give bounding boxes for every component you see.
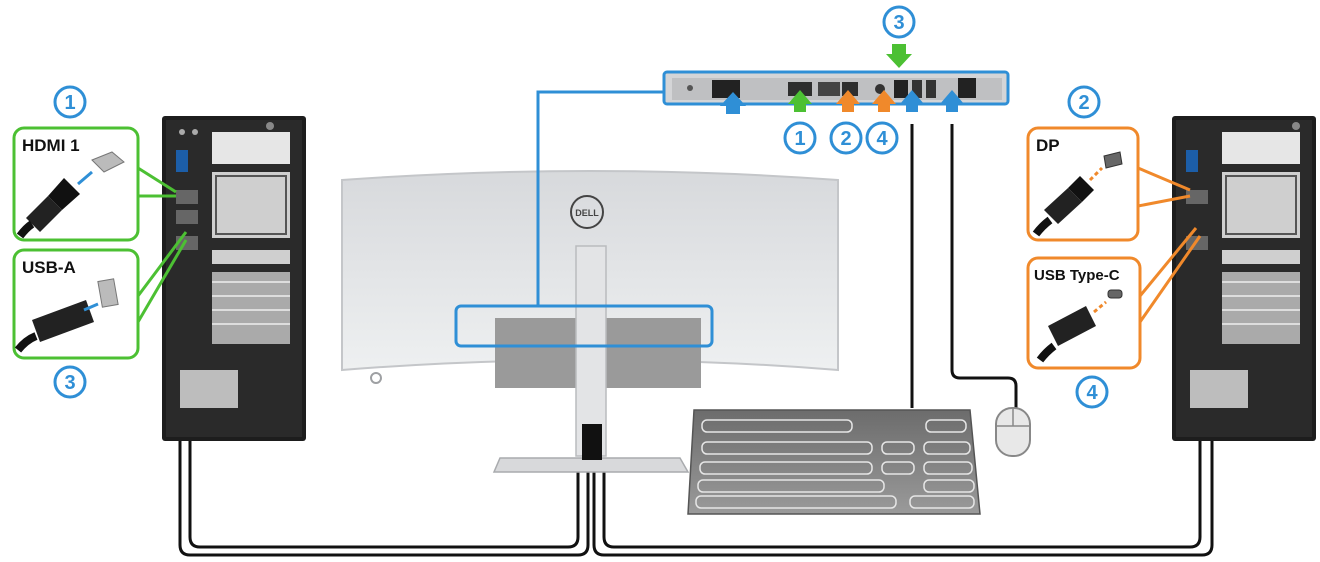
usb-a-callout: USB-A: [12, 248, 140, 360]
mouse-icon: [995, 407, 1031, 457]
svg-text:3: 3: [893, 12, 904, 34]
svg-text:4: 4: [1086, 382, 1098, 404]
hdmi-callout: HDMI 1: [12, 126, 140, 242]
usb-a-label: USB-A: [22, 258, 76, 277]
left-pc-tower: [162, 116, 306, 441]
svg-text:3: 3: [64, 372, 75, 394]
svg-text:2: 2: [840, 128, 851, 150]
svg-text:1: 1: [794, 128, 805, 150]
right-pc-tower: [1172, 116, 1316, 441]
monitor-port-panel: [662, 70, 1010, 106]
left-badge-3: 3: [53, 365, 87, 399]
curved-monitor: DELL: [341, 170, 839, 473]
right-badge-2: 2: [1067, 85, 1101, 119]
hdmi-plug-icon: [16, 151, 125, 239]
svg-text:1: 1: [64, 92, 75, 114]
usb-c-plug-icon: [1036, 289, 1123, 363]
port-arrows: [720, 44, 964, 114]
hdmi-label: HDMI 1: [22, 136, 80, 155]
port-badge-1: 1: [783, 121, 817, 155]
left-callout-connectors: [136, 166, 188, 323]
keyboard-icon: [687, 409, 981, 515]
port-badge-4: 4: [865, 121, 899, 155]
port-badge-3-top: 3: [882, 5, 916, 39]
dp-callout: DP: [1026, 126, 1140, 242]
port-badge-2: 2: [829, 121, 863, 155]
svg-text:4: 4: [876, 128, 888, 150]
usb-c-callout: USB Type-C: [1026, 256, 1142, 370]
cables: [178, 124, 1214, 557]
dell-logo-icon: DELL: [570, 195, 604, 229]
svg-text:2: 2: [1078, 92, 1089, 114]
left-badge-1: 1: [53, 85, 87, 119]
usb-c-label: USB Type-C: [1034, 267, 1120, 284]
right-callout-connectors: [1137, 166, 1202, 323]
port-location-highlight: [454, 90, 714, 348]
brand-logo-text: DELL: [575, 208, 599, 218]
displayport-plug-icon: [1032, 151, 1123, 237]
dp-label: DP: [1036, 136, 1060, 155]
right-badge-4: 4: [1075, 375, 1109, 409]
usb-a-plug-icon: [14, 278, 119, 353]
